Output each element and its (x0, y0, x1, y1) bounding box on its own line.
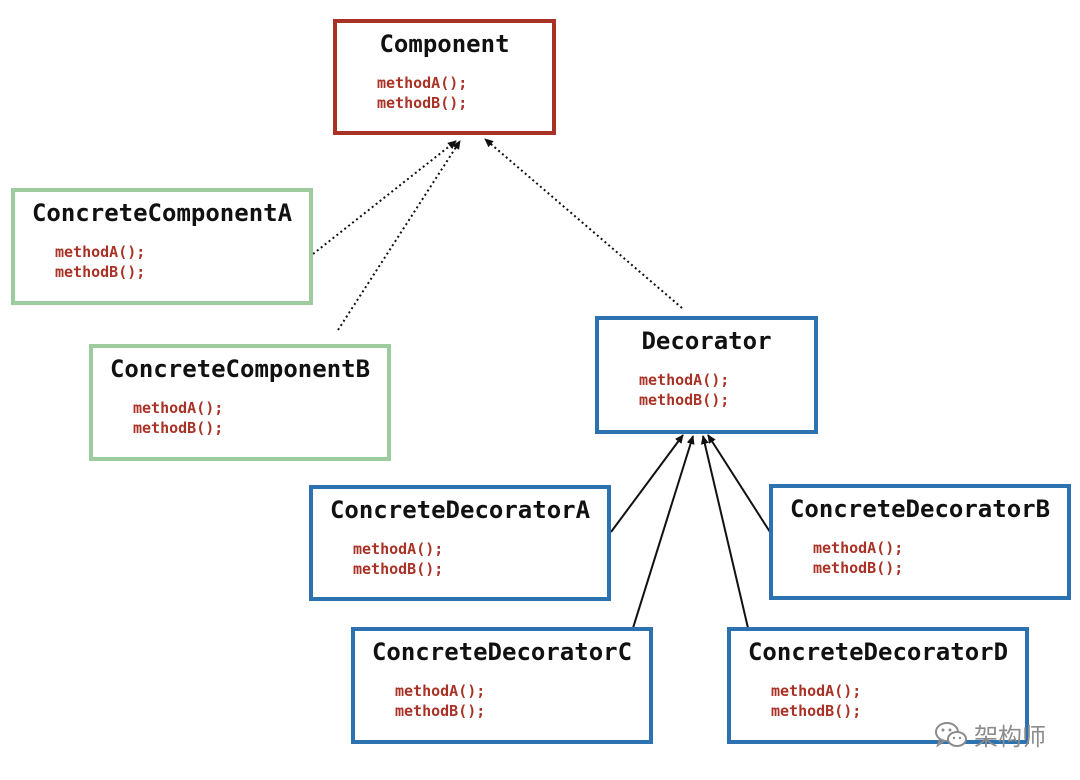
watermark: 架构师 (934, 717, 1046, 752)
edge-concrete-a-to-component (312, 140, 457, 255)
concrete-decorator-a-box: ConcreteDecoratorA methodA(); methodB(); (309, 485, 611, 601)
method-list: methodA(); methodB(); (771, 681, 861, 721)
watermark-text: 架构师 (974, 723, 1046, 751)
method-b: methodB(); (55, 263, 146, 281)
method-a: methodA(); (771, 682, 862, 700)
edge-decorator-c-to-decorator (632, 435, 695, 629)
method-list: methodA(); methodB(); (353, 539, 443, 579)
concrete-decorator-d-box: ConcreteDecoratorD methodA(); methodB(); (727, 627, 1029, 744)
class-name: ConcreteDecoratorB (789, 495, 1051, 523)
method-a: methodA(); (813, 539, 904, 557)
method-list: methodA(); methodB(); (813, 538, 903, 578)
component-box: Component methodA(); methodB(); (333, 19, 556, 135)
method-a: methodA(); (639, 371, 730, 389)
wechat-icon (935, 721, 967, 747)
method-b: methodB(); (133, 419, 224, 437)
edge-decorator-d-to-decorator (700, 435, 749, 629)
class-name: ConcreteDecoratorC (371, 638, 633, 666)
method-b: methodB(); (813, 559, 904, 577)
class-name: ConcreteComponentB (109, 355, 371, 383)
concrete-decorator-c-box: ConcreteDecoratorC methodA(); methodB(); (351, 627, 653, 744)
method-list: methodA(); methodB(); (395, 681, 485, 721)
method-a: methodA(); (395, 682, 486, 700)
method-b: methodB(); (771, 702, 862, 720)
class-name: Component (379, 30, 510, 58)
class-name: ConcreteDecoratorA (329, 496, 591, 524)
method-a: methodA(); (377, 74, 468, 92)
class-name: ConcreteComponentA (31, 199, 293, 227)
edge-decorator-a-to-decorator (610, 434, 684, 533)
method-b: methodB(); (353, 560, 444, 578)
edge-decorator-to-component (484, 138, 683, 309)
method-b: methodB(); (377, 94, 468, 112)
class-name: Decorator (641, 327, 772, 355)
edge-decorator-b-to-decorator (707, 434, 771, 533)
decorator-box: Decorator methodA(); methodB(); (595, 316, 818, 434)
method-a: methodA(); (133, 399, 224, 417)
method-list: methodA(); methodB(); (133, 398, 223, 438)
method-a: methodA(); (353, 540, 444, 558)
concrete-component-b-box: ConcreteComponentB methodA(); methodB(); (89, 344, 391, 461)
method-list: methodA(); methodB(); (639, 370, 729, 410)
method-list: methodA(); methodB(); (377, 73, 467, 113)
method-list: methodA(); methodB(); (55, 242, 145, 282)
method-a: methodA(); (55, 243, 146, 261)
edge-concrete-b-to-component (337, 140, 461, 331)
method-b: methodB(); (395, 702, 486, 720)
method-b: methodB(); (639, 391, 730, 409)
concrete-component-a-box: ConcreteComponentA methodA(); methodB(); (11, 188, 313, 305)
class-name: ConcreteDecoratorD (747, 638, 1009, 666)
concrete-decorator-b-box: ConcreteDecoratorB methodA(); methodB(); (769, 484, 1071, 600)
